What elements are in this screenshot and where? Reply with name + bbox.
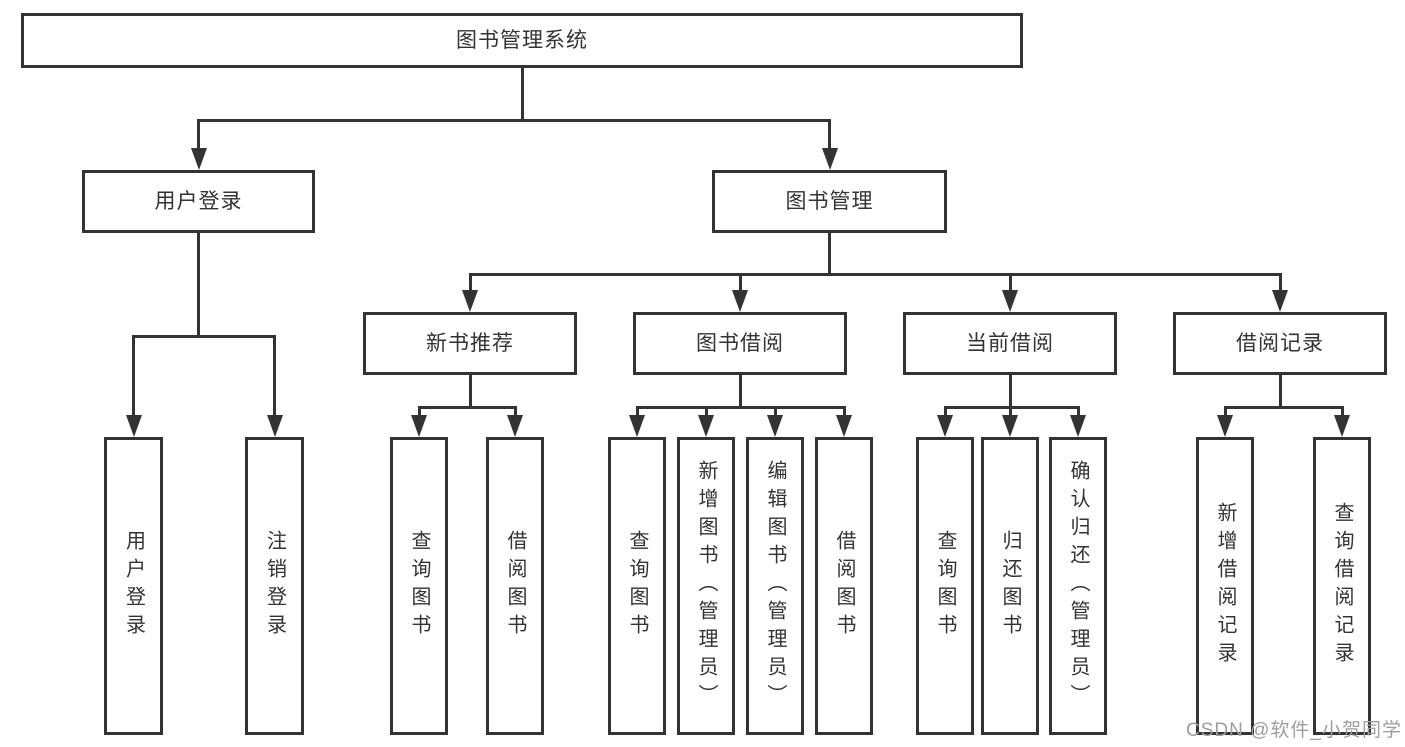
node-leaf-borrowing-add-books-admin: 新增图书（管理员） [677,437,735,735]
edge-drop-leaf-recommend-query-books [417,406,421,419]
node-leaf-current-query-books: 查询图书 [916,437,974,735]
edge-drop-leaf-borrowing-edit-books-admin [773,406,777,419]
edge-drop-leaf-borrowing-add-books-admin [704,406,708,419]
node-label-leaf-records-query-record: 查询借阅记录 [1331,502,1353,670]
edge-rail-current-borrowing [943,406,1080,409]
arrowhead-leaf-logout [266,415,283,437]
edge-drop-leaf-current-return-books [1008,406,1012,419]
arrowhead-leaf-borrowing-edit-books-admin [767,415,783,437]
arrowhead-leaf-borrowing-query-books [629,415,645,437]
arrowhead-book-management [821,148,838,170]
edge-stub-borrowing-records [1278,375,1282,409]
edge-drop-leaf-current-query-books [943,406,947,419]
arrowhead-leaf-user-login [125,415,142,437]
node-label-leaf-borrowing-query-books: 查询图书 [626,530,648,642]
node-label-leaf-borrowing-edit-books-admin: 编辑图书（管理员） [764,460,786,712]
edge-rail-book-borrowing [635,406,846,409]
node-leaf-recommend-borrow-books: 借阅图书 [486,437,544,735]
node-label-borrowing-records: 借阅记录 [1236,332,1324,355]
node-user-login: 用户登录 [82,170,315,233]
node-leaf-records-add-record: 新增借阅记录 [1196,437,1254,735]
arrowhead-leaf-recommend-borrow-books [507,415,523,437]
edge-drop-current-borrowing [1008,273,1012,294]
edge-drop-user-login [197,119,200,152]
edge-drop-new-book-recommend [468,273,472,294]
arrowhead-leaf-recommend-query-books [411,415,427,437]
edge-drop-borrowing-records [1278,273,1282,294]
arrowhead-leaf-borrowing-borrow-books [836,415,852,437]
edge-rail-new-book-recommend [417,406,517,409]
node-leaf-current-confirm-return-admin: 确认归还（管理员） [1049,437,1107,735]
node-label-leaf-recommend-borrow-books: 借阅图书 [504,530,526,642]
edge-rail-book-management [468,273,1282,276]
node-book-management: 图书管理 [712,170,947,233]
node-new-book-recommend: 新书推荐 [363,312,577,375]
node-borrowing-records: 借阅记录 [1173,312,1387,375]
node-label-leaf-current-confirm-return-admin: 确认归还（管理员） [1067,460,1089,712]
node-label-leaf-records-add-record: 新增借阅记录 [1214,502,1236,670]
arrowhead-new-book-recommend [462,290,478,312]
node-system-root: 图书管理系统 [21,13,1023,68]
arrowhead-leaf-records-query-record [1334,415,1350,437]
edge-drop-book-management [828,119,831,152]
edge-drop-leaf-recommend-borrow-books [513,406,517,419]
edge-rail-system-root [197,119,831,122]
edge-stub-current-borrowing [1008,375,1012,409]
arrowhead-borrowing-records [1272,290,1288,312]
edge-drop-leaf-records-add-record [1223,406,1227,419]
edge-rail-user-login [132,335,276,338]
arrowhead-leaf-borrowing-add-books-admin [698,415,714,437]
csdn-watermark: CSDN @软件_小贺同学 [1186,720,1402,741]
arrowhead-current-borrowing [1002,290,1018,312]
node-label-book-borrowing: 图书借阅 [696,332,784,355]
node-leaf-current-return-books: 归还图书 [981,437,1039,735]
edge-drop-leaf-user-login [132,335,135,419]
node-label-leaf-current-return-books: 归还图书 [999,530,1021,642]
node-leaf-borrowing-borrow-books: 借阅图书 [815,437,873,735]
arrowhead-leaf-records-add-record [1217,415,1233,437]
node-label-leaf-borrowing-add-books-admin: 新增图书（管理员） [695,460,717,712]
node-label-leaf-recommend-query-books: 查询图书 [408,530,430,642]
node-book-borrowing: 图书借阅 [633,312,847,375]
arrowhead-leaf-current-return-books [1002,415,1018,437]
node-current-borrowing: 当前借阅 [903,312,1117,375]
arrowhead-user-login [190,148,207,170]
edge-stub-user-login [197,233,200,338]
node-leaf-borrowing-edit-books-admin: 编辑图书（管理员） [746,437,804,735]
node-label-leaf-current-query-books: 查询图书 [934,530,956,642]
edge-stub-book-management [828,233,831,276]
node-label-system-root: 图书管理系统 [456,29,588,52]
edge-stub-system-root [520,68,524,122]
edge-stub-book-borrowing [738,375,742,409]
edge-drop-leaf-current-confirm-return-admin [1076,406,1080,419]
node-label-leaf-borrowing-borrow-books: 借阅图书 [833,530,855,642]
edge-drop-leaf-borrowing-query-books [635,406,639,419]
arrowhead-leaf-current-confirm-return-admin [1070,415,1086,437]
edge-drop-leaf-logout [273,335,276,419]
node-label-current-borrowing: 当前借阅 [966,332,1054,355]
edge-stub-new-book-recommend [468,375,472,409]
edge-rail-borrowing-records [1223,406,1344,409]
node-leaf-records-query-record: 查询借阅记录 [1313,437,1371,735]
node-leaf-logout: 注销登录 [245,437,304,735]
edge-drop-leaf-records-query-record [1340,406,1344,419]
node-leaf-recommend-query-books: 查询图书 [390,437,448,735]
node-leaf-user-login: 用户登录 [104,437,163,735]
node-label-user-login: 用户登录 [154,190,243,213]
arrowhead-book-borrowing [732,290,748,312]
node-label-new-book-recommend: 新书推荐 [426,332,514,355]
node-label-leaf-logout: 注销登录 [263,530,286,642]
edge-drop-book-borrowing [738,273,742,294]
node-label-leaf-user-login: 用户登录 [122,530,145,642]
edge-drop-leaf-borrowing-borrow-books [842,406,846,419]
arrowhead-leaf-current-query-books [937,415,953,437]
node-leaf-borrowing-query-books: 查询图书 [608,437,666,735]
node-label-book-management: 图书管理 [785,190,874,213]
